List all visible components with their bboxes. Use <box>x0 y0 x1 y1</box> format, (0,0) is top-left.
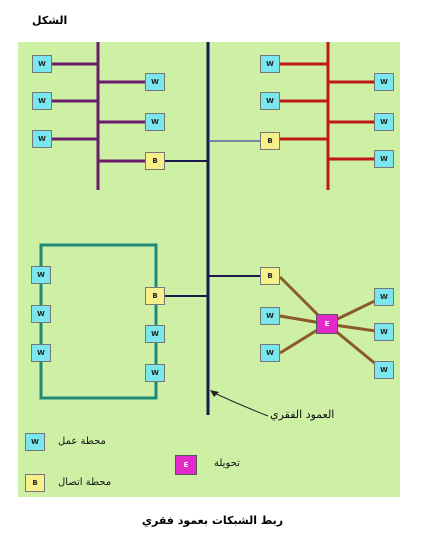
workstation-node: W <box>32 55 52 73</box>
workstation-node: W <box>374 361 394 379</box>
workstation-node: W <box>145 73 165 91</box>
workstation-node: W <box>374 323 394 341</box>
legend-workstation-swatch: W <box>25 433 45 451</box>
workstation-node: W <box>374 150 394 168</box>
workstation-node: W <box>260 307 280 325</box>
bridge-node: B <box>145 287 165 305</box>
workstation-node: W <box>374 113 394 131</box>
bridge-node: B <box>260 267 280 285</box>
legend-router-label: تحويلة <box>214 458 240 469</box>
legend-router-swatch: E <box>175 455 197 475</box>
backbone-label: العمود الفقري <box>270 408 335 421</box>
workstation-node: W <box>31 266 51 284</box>
workstation-node: W <box>145 113 165 131</box>
network-top-left <box>52 42 145 190</box>
workstation-node: W <box>32 92 52 110</box>
workstation-node: W <box>32 130 52 148</box>
workstation-node: W <box>374 73 394 91</box>
workstation-node: W <box>260 92 280 110</box>
workstation-node: W <box>31 344 51 362</box>
backbone-pointer <box>211 391 269 417</box>
workstation-node: W <box>31 305 51 323</box>
diagram-caption: ربط الشبكات بعمود فقري <box>141 514 284 527</box>
legend-bridge-label: محطة اتصال <box>58 477 112 488</box>
network-bottom-left-ring <box>39 243 158 400</box>
bridge-node: B <box>260 132 280 150</box>
legend-workstation-label: محطة عمل <box>58 436 106 447</box>
router-node: E <box>316 314 338 334</box>
workstation-node: W <box>145 364 165 382</box>
backbone-pointer-head <box>210 390 219 397</box>
workstation-node: W <box>260 55 280 73</box>
workstation-node: W <box>145 325 165 343</box>
bridge-node: B <box>145 152 165 170</box>
network-top-right <box>280 42 374 190</box>
legend-bridge-swatch: B <box>25 474 45 492</box>
figure-label: الشكل <box>32 14 68 27</box>
workstation-node: W <box>260 344 280 362</box>
workstation-node: W <box>374 288 394 306</box>
